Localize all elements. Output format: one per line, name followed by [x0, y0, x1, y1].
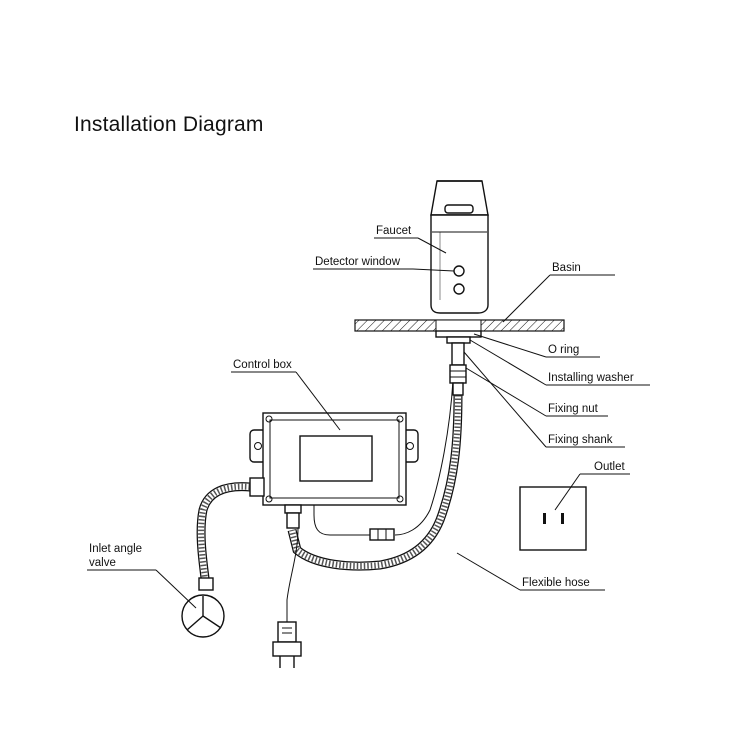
label-control-box: Control box: [233, 359, 292, 371]
label-inlet-angle-valve-line1: Inlet angle: [89, 543, 142, 555]
label-flexible-hose: Flexible hose: [522, 577, 590, 589]
leader-lines: [87, 237, 650, 609]
power-cord: [286, 527, 299, 622]
inlet-angle-valve: [181, 577, 225, 638]
label-inlet-angle-valve-line2: valve: [89, 557, 116, 569]
label-fixing-nut: Fixing nut: [548, 403, 599, 415]
control-box: [249, 412, 419, 529]
basin: [354, 319, 565, 332]
label-fixing-shank: Fixing shank: [548, 434, 613, 446]
power-plug: [272, 621, 302, 668]
mounting-hardware: [435, 330, 482, 396]
sensor-cable: [394, 379, 454, 536]
flexible-hose-main: [287, 394, 463, 571]
page-title: Installation Diagram: [74, 113, 264, 136]
label-detector-window: Detector window: [315, 256, 401, 268]
label-outlet: Outlet: [594, 461, 625, 473]
detector-window: [453, 265, 465, 295]
flexible-hose-inlet: [196, 482, 251, 579]
label-o-ring: O ring: [548, 344, 579, 356]
cable-connector: [313, 505, 395, 541]
outlet: [519, 486, 587, 551]
label-faucet: Faucet: [376, 225, 412, 237]
label-installing-washer: Installing washer: [548, 372, 634, 384]
label-basin: Basin: [552, 262, 581, 274]
faucet: [430, 180, 489, 314]
